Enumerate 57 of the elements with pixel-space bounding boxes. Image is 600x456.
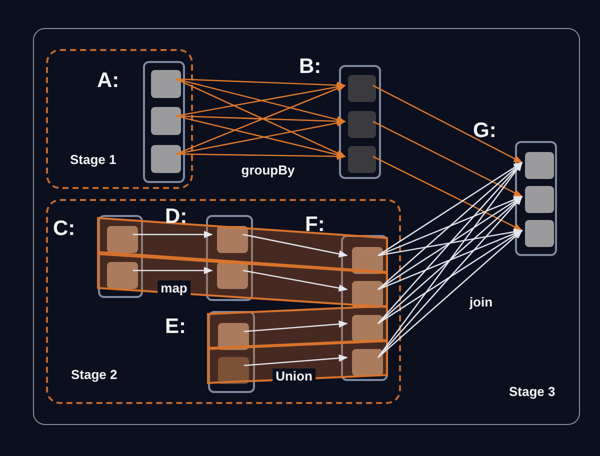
partition-block	[151, 70, 181, 98]
rdd-label: B:	[299, 55, 322, 79]
arrow	[378, 230, 523, 324]
arrow	[372, 156, 523, 232]
partition-block	[218, 357, 249, 384]
partition-block	[352, 281, 383, 308]
stage-label: Stage 3	[509, 384, 556, 399]
partition-block	[525, 186, 554, 213]
partition-block	[151, 145, 181, 173]
stage-label: Stage 1	[70, 152, 116, 167]
partition-block	[218, 323, 249, 350]
rdd-label: C:	[53, 217, 76, 241]
partition-block	[525, 220, 554, 247]
arrow	[176, 78, 346, 89]
partition-block	[217, 262, 248, 289]
stage-group	[46, 49, 193, 189]
arrow	[176, 78, 346, 124]
rdd-label: F:	[305, 213, 325, 237]
arrow	[378, 196, 523, 290]
partition-block	[348, 111, 376, 138]
arrow	[133, 230, 213, 238]
partition-block	[151, 107, 181, 135]
arrow	[378, 162, 523, 324]
stage-panel	[33, 28, 580, 425]
arrow	[378, 162, 523, 256]
arrow	[176, 83, 346, 117]
edge-label: Union	[272, 368, 316, 384]
arrow	[378, 196, 523, 256]
arrow	[377, 162, 523, 358]
partition-block	[107, 226, 138, 253]
arrow	[133, 266, 213, 274]
arrow	[244, 354, 348, 366]
partition-block	[352, 315, 383, 342]
partition-block	[348, 146, 376, 173]
stage-label: Stage 2	[71, 367, 118, 382]
arrow	[378, 230, 523, 358]
partition-block	[107, 262, 138, 289]
partition-block	[352, 247, 383, 274]
arrow	[372, 120, 523, 198]
rdd-label: G:	[473, 119, 496, 143]
arrow	[242, 270, 348, 292]
arrow	[372, 84, 523, 164]
arrow	[244, 320, 348, 332]
arrow	[176, 115, 346, 125]
stage-group	[46, 199, 401, 404]
arrow	[378, 196, 523, 358]
rdd-label: D:	[165, 205, 188, 229]
partition-block	[525, 152, 554, 179]
rdd-label: E:	[165, 315, 186, 339]
arrow	[378, 230, 523, 290]
partition-block	[352, 349, 383, 376]
partition-block	[348, 75, 376, 102]
arrow	[176, 152, 346, 160]
rdd-label: A:	[97, 69, 120, 93]
edge-label: map	[158, 280, 190, 296]
arrow	[378, 228, 523, 256]
partition-block	[217, 226, 248, 253]
